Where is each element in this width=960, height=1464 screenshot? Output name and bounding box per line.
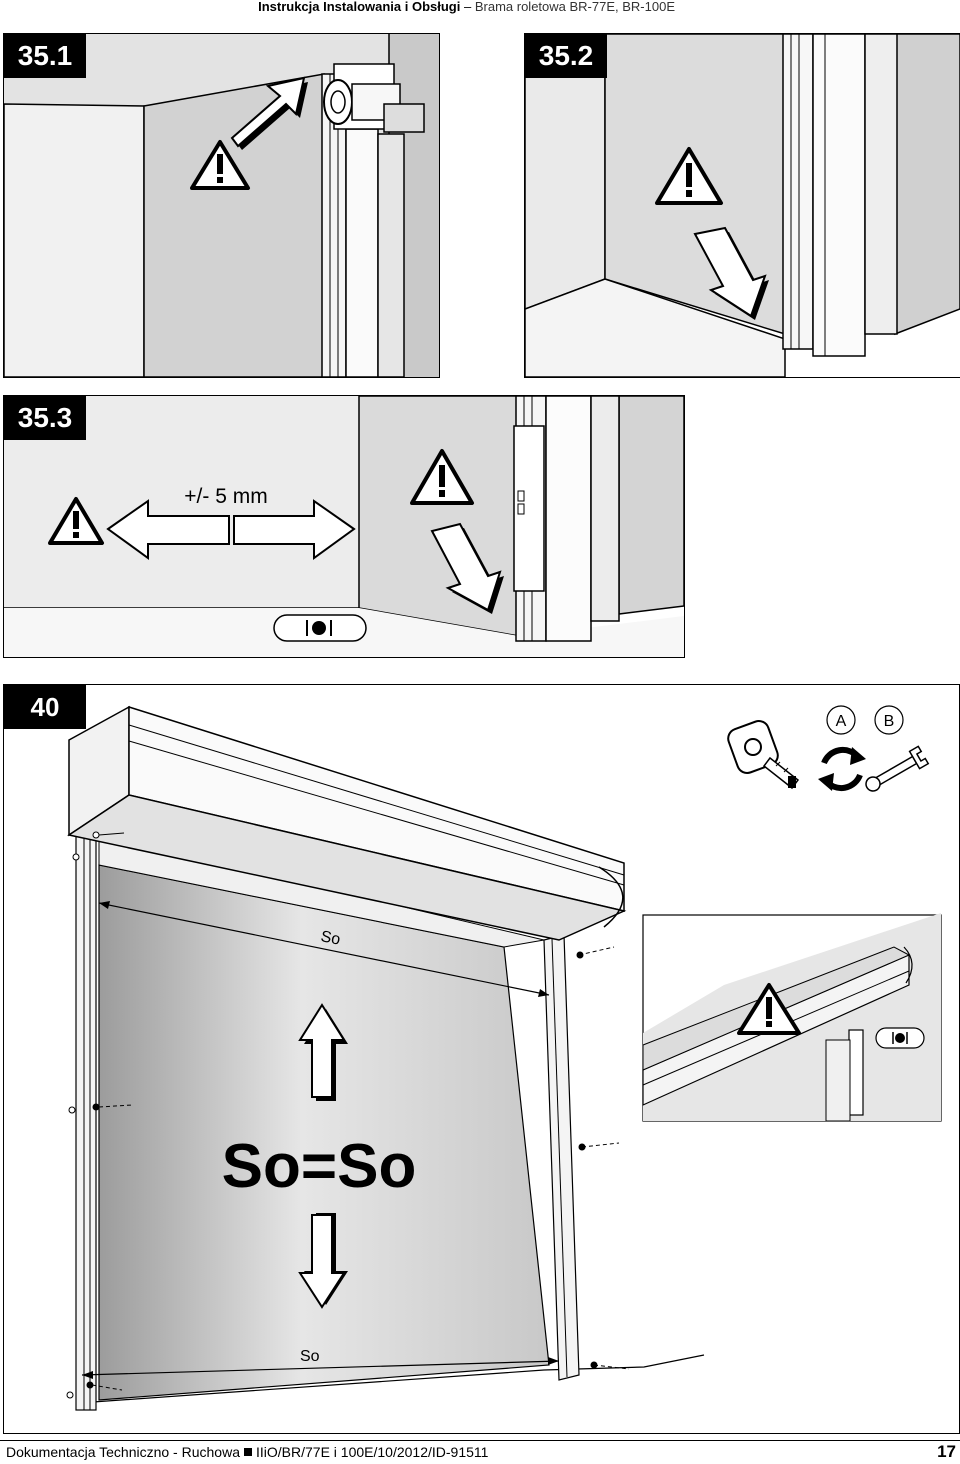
step-badge: 35.1 [4,34,86,78]
so-equation: So=So [222,1132,417,1201]
panel-step-35-1: 35.1 [3,33,440,378]
push-arrow-icon [230,76,308,150]
up-arrow-icon [298,1003,348,1101]
so-bottom-label: So [300,1348,320,1365]
so-top-label: So [319,928,342,948]
warning-icon [48,497,104,545]
warning-icon [737,983,801,1035]
warning-icon [655,147,723,205]
page-header: Instrukcja Instalowania i Obsługi – Bram… [258,0,675,14]
illustration-35-3: +/- 5 mm [4,396,684,657]
down-arrow-icon [298,1213,348,1309]
push-arrow-icon [430,522,504,614]
header-separator: – [460,0,475,14]
warning-icon [190,140,250,190]
step-badge: 40 [4,685,86,729]
option-b-circle: B [874,705,904,735]
step-badge: 35.3 [4,396,86,440]
tape-measure-icon [727,720,800,790]
page-footer: Dokumentacja Techniczno - Ruchowa IIiO/BR… [0,1440,960,1464]
warning-icon [410,449,474,505]
double-arrow-icon [106,499,356,560]
option-a-label: A [836,713,847,730]
detail-inset [642,913,942,1122]
header-subtitle: Brama roletowa BR-77E, BR-100E [474,0,675,14]
step-badge: 35.2 [525,34,607,78]
level-icon [273,614,367,642]
push-arrow-icon [693,226,769,320]
footer-doc-code: IIiO/BR/77E i 100E/10/2012/ID-91511 [255,1444,489,1460]
illustration-40: So So So=So A B [66,705,942,1411]
tolerance-label: +/- 5 mm [184,485,267,508]
rotate-icon [818,746,866,792]
so-bottom-dimension [81,1360,560,1376]
so-top-dimension [98,902,550,996]
option-b-label: B [884,713,895,730]
illustration-35-1 [4,34,439,377]
illustration-35-2 [525,34,960,377]
footer-doc-title: Dokumentacja Techniczno - Ruchowa [6,1444,240,1460]
page-number: 17 [937,1442,956,1461]
header-title: Instrukcja Instalowania i Obsługi [258,0,461,14]
wrench-icon [865,745,930,792]
option-a-circle: A [826,705,856,735]
panel-step-40: 40 [3,684,960,1434]
footer-doc: Dokumentacja Techniczno - Ruchowa IIiO/BR… [6,1444,488,1460]
footer-separator-square [243,1448,252,1456]
panel-step-35-3: 35.3 +/- 5 mm [3,395,685,658]
panel-step-35-2: 35.2 [524,33,960,378]
level-icon [875,1027,925,1049]
